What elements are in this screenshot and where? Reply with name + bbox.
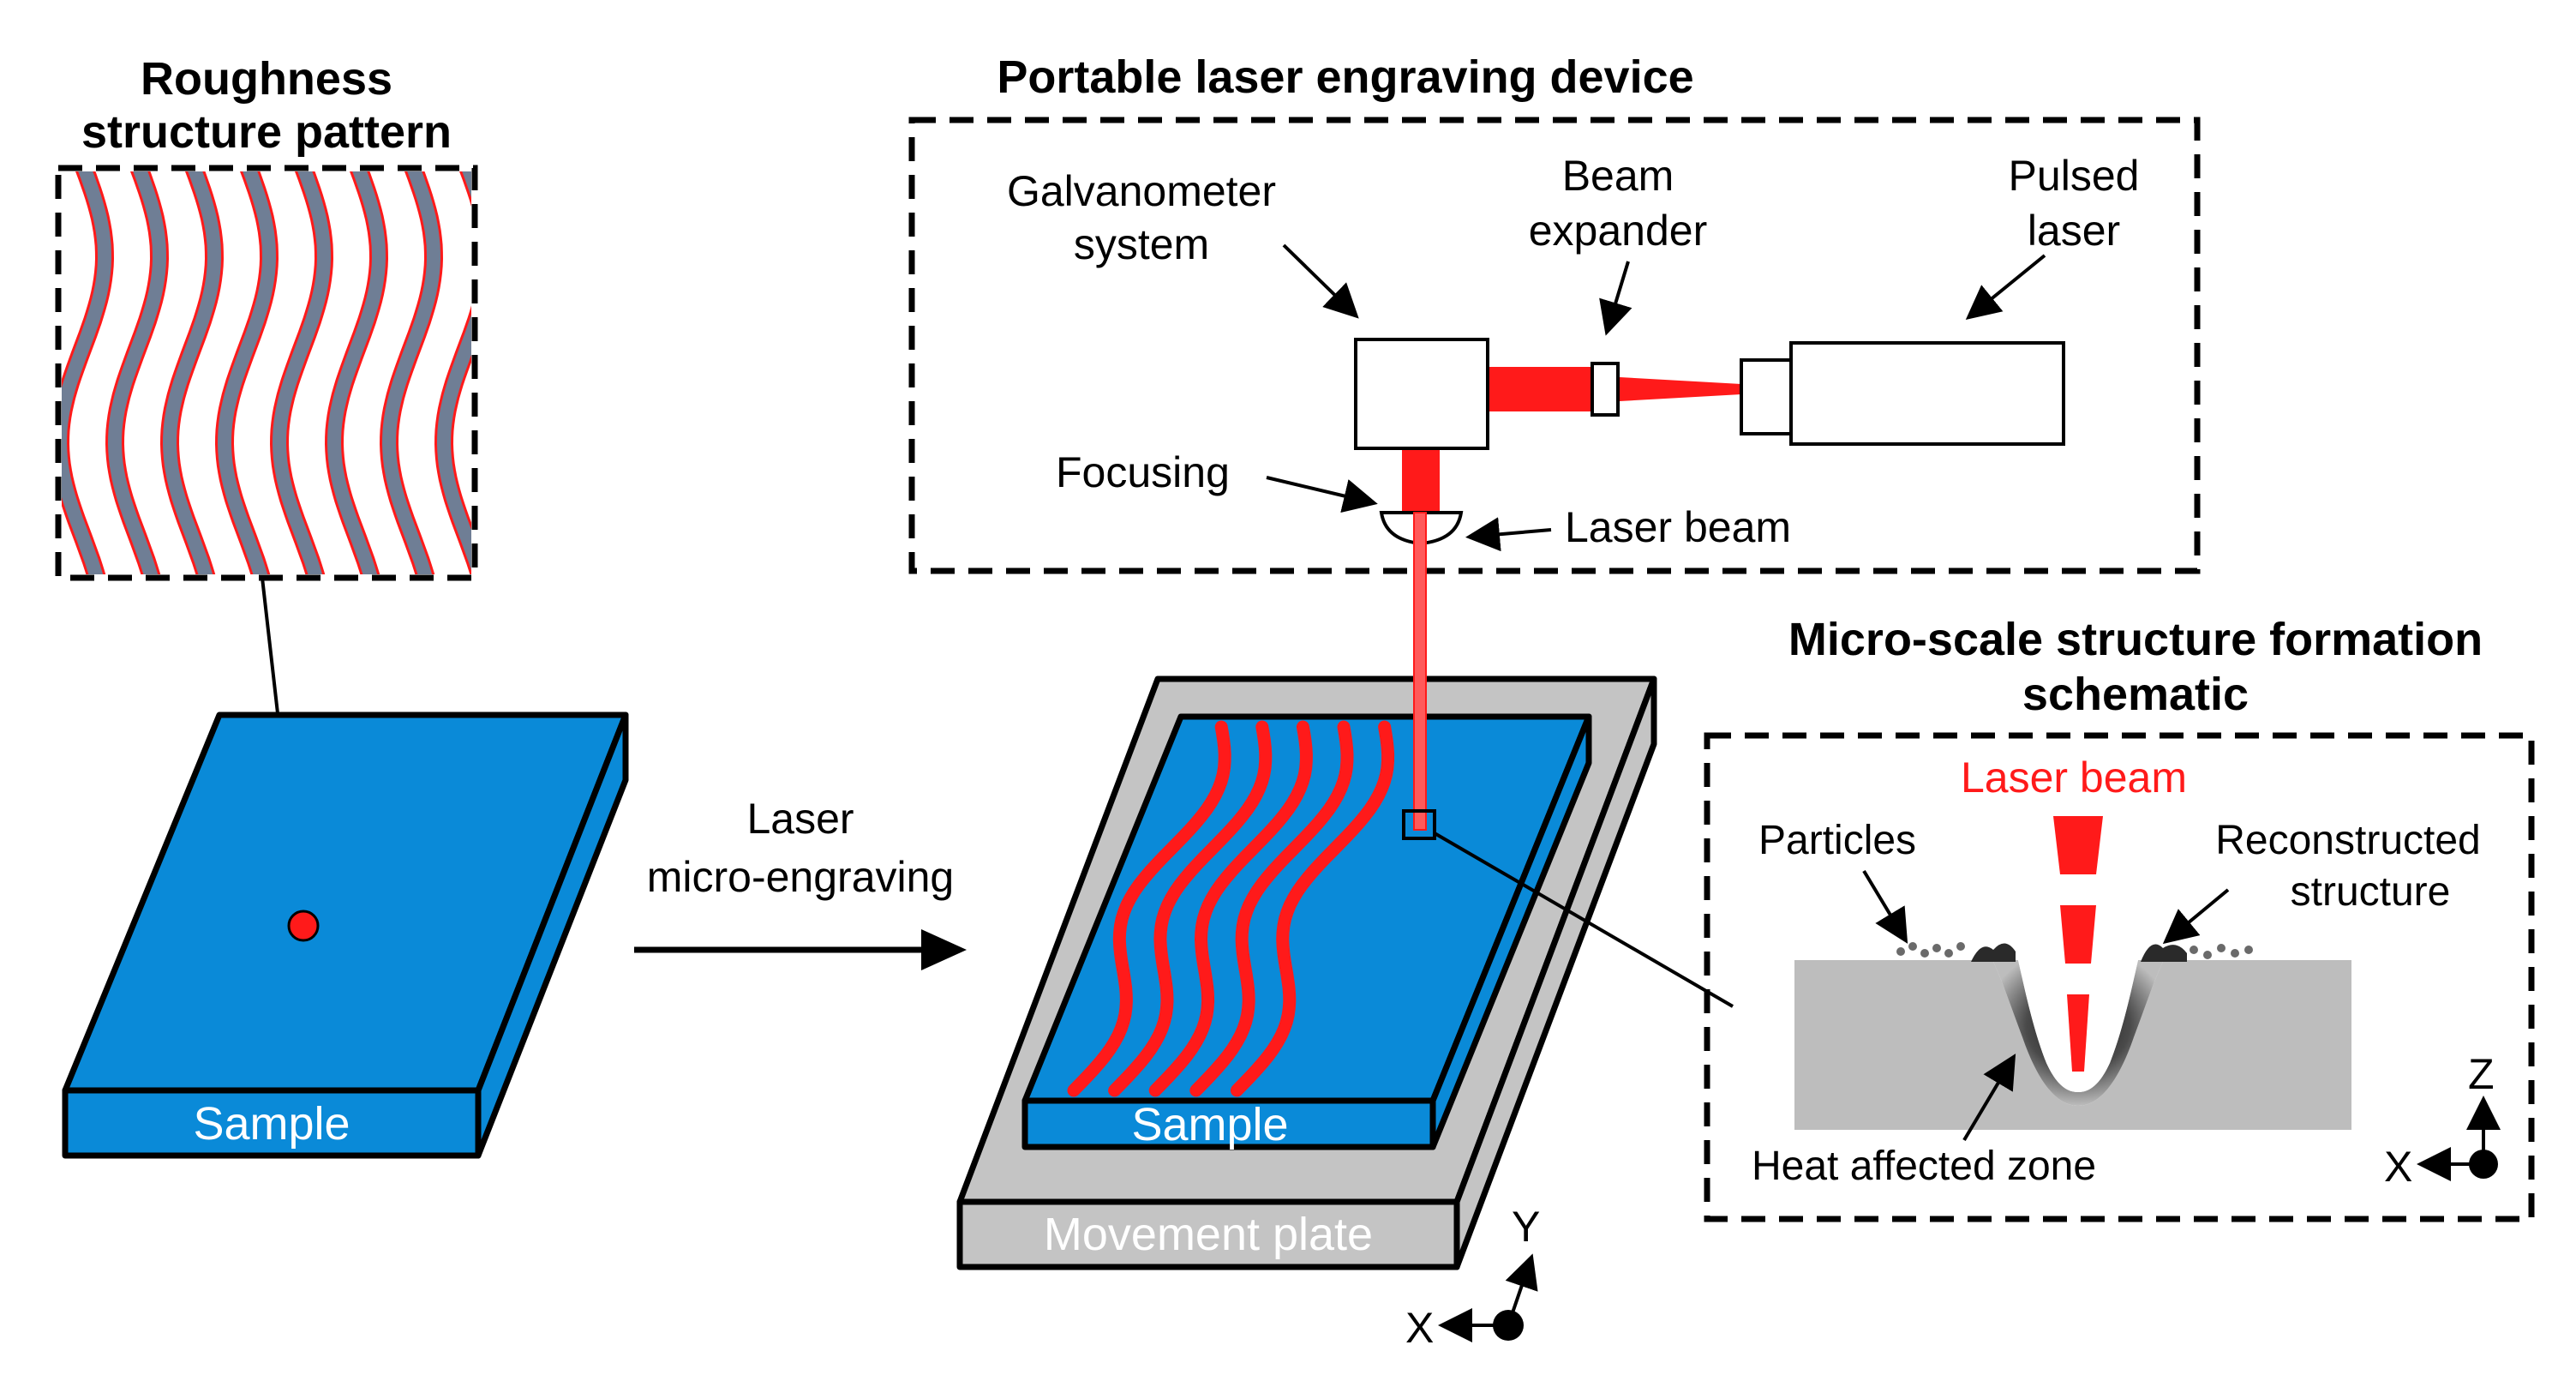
- sample-left-label: Sample: [193, 1098, 350, 1150]
- engraved-wave-4: [1189, 720, 1354, 1097]
- process-label-line1: Laser: [746, 795, 854, 843]
- process-arrow-group: Laser micro-engraving: [634, 795, 967, 970]
- laser-nozzle: [1740, 358, 1793, 435]
- wavy-pattern: [62, 171, 471, 574]
- pattern-wave: [272, 171, 332, 574]
- micro-x-label: X: [2384, 1143, 2412, 1191]
- engraving-point-dot: [287, 910, 320, 942]
- pulsed-laser-body: [1789, 341, 2065, 446]
- zoom-connector-line: [1433, 832, 1734, 1008]
- pulsed-pointer-arrow: [1965, 254, 2046, 321]
- narrow-beam-segment: [1620, 377, 1741, 401]
- pulsed-label-line1: Pulsed: [2009, 152, 2140, 200]
- pattern-dashed-frame: [55, 165, 478, 581]
- particle: [2203, 951, 2212, 959]
- plate-axes: X Y: [1405, 1203, 1540, 1352]
- micro-title-line2: schematic: [2022, 669, 2249, 720]
- pattern-wave: [326, 171, 386, 574]
- reconstructed-pointer-arrow: [2162, 888, 2230, 945]
- material-cross-section: [1794, 960, 2351, 1130]
- sample-left-top-face: [62, 712, 629, 1094]
- heat-zone-pointer-arrow: [1962, 1054, 2016, 1142]
- beam-expander-lens: [1591, 362, 1620, 417]
- particle: [1920, 949, 1929, 958]
- laser-beam-pointer-arrow: [1465, 517, 1552, 552]
- particles-pointer-arrow: [1862, 869, 1908, 944]
- laser-beam-label: Laser beam: [1565, 503, 1791, 551]
- micro-beam-segment-2: [2060, 905, 2096, 964]
- process-arrow-head: [921, 929, 967, 970]
- particle: [1944, 949, 1953, 958]
- zoom-region-box: [1402, 809, 1436, 840]
- micro-laser-beam-label: Laser beam: [1961, 754, 2187, 802]
- plate-y-axis: [1505, 1253, 1538, 1326]
- engraving-stage: Movement plate Sample X Y: [956, 512, 1734, 1352]
- micro-beam-segment-1: [2053, 816, 2103, 874]
- focusing-pointer-arrow: [1266, 476, 1378, 513]
- expander-label-line1: Beam: [1562, 152, 1674, 200]
- galvo-label-line1: Galvanometer: [1007, 167, 1276, 215]
- plate-x-label: X: [1405, 1304, 1434, 1352]
- engraved-wave-2: [1108, 720, 1273, 1097]
- sample-left-front-face: [62, 1087, 482, 1159]
- process-label-line2: micro-engraving: [647, 853, 954, 901]
- expander-pointer-arrow: [1599, 261, 1632, 336]
- movement-plate-front: [956, 1198, 1460, 1270]
- plate-y-label: Y: [1512, 1203, 1540, 1251]
- movement-plate-label: Movement plate: [1044, 1209, 1373, 1260]
- micro-beam-segment-3: [2067, 994, 2089, 1072]
- sample-right-label: Sample: [1131, 1099, 1288, 1150]
- sample-left: Sample: [62, 712, 629, 1159]
- galvo-label-line2: system: [1074, 220, 1209, 268]
- engraved-wave-grooves: [1067, 720, 1395, 1097]
- roughness-title-line2: structure pattern: [81, 106, 452, 158]
- device-dashed-frame: [908, 117, 2201, 574]
- particle: [1908, 942, 1917, 951]
- particle: [2244, 946, 2253, 954]
- micro-axes: X Z: [2384, 1050, 2501, 1191]
- pattern-wave: [381, 171, 441, 574]
- pattern-wave: [162, 171, 222, 574]
- heat-zone-label: Heat affected zone: [1752, 1144, 2096, 1189]
- pattern-wave: [217, 171, 277, 574]
- particle: [1896, 947, 1905, 956]
- engraved-wave-5: [1230, 720, 1395, 1097]
- focusing-label: Focusing: [1056, 448, 1230, 496]
- heat-affected-zone-shading: [1992, 960, 2164, 1106]
- micro-title-line1: Micro-scale structure formation: [1788, 614, 2483, 665]
- device-panel: Portable laser engraving device Galvanom…: [908, 51, 2201, 574]
- sample-right-front-face: [1021, 1097, 1436, 1150]
- particle: [1956, 942, 1965, 951]
- pattern-wave: [436, 171, 471, 571]
- micro-z-label: Z: [2468, 1050, 2495, 1098]
- micro-schematic-panel: Micro-scale structure formation schemati…: [1704, 614, 2535, 1222]
- reconstructed-label-line1: Reconstructed: [2215, 818, 2481, 863]
- roughness-pattern-panel: Roughness structure pattern: [55, 53, 478, 925]
- engraved-wave-3: [1148, 720, 1313, 1097]
- micro-dashed-frame: [1704, 732, 2535, 1222]
- roughness-title-line1: Roughness: [141, 53, 392, 105]
- expander-label-line2: expander: [1529, 207, 1708, 255]
- particle: [2217, 944, 2226, 952]
- engraved-wave-1: [1067, 720, 1231, 1097]
- reconstructed-label-line2: structure: [2291, 869, 2451, 915]
- particle: [2190, 946, 2198, 954]
- pulsed-label-line2: laser: [2028, 207, 2120, 255]
- focused-laser-beam: [1413, 512, 1427, 831]
- vertical-beam-segment: [1402, 448, 1440, 513]
- particle: [2231, 949, 2239, 958]
- expanded-beam-segment: [1488, 367, 1594, 411]
- pattern-wave: [107, 171, 167, 574]
- galvanometer-box: [1354, 338, 1489, 450]
- particle: [1932, 944, 1941, 952]
- reconstructed-rim-right: [2141, 944, 2187, 962]
- galvo-pointer-arrow: [1282, 243, 1359, 319]
- particles-debris: [1896, 942, 2253, 959]
- pattern-wave: [62, 171, 112, 574]
- device-title: Portable laser engraving device: [997, 51, 1693, 103]
- particles-label: Particles: [1758, 818, 1916, 863]
- reconstructed-rim-left: [1971, 943, 2016, 962]
